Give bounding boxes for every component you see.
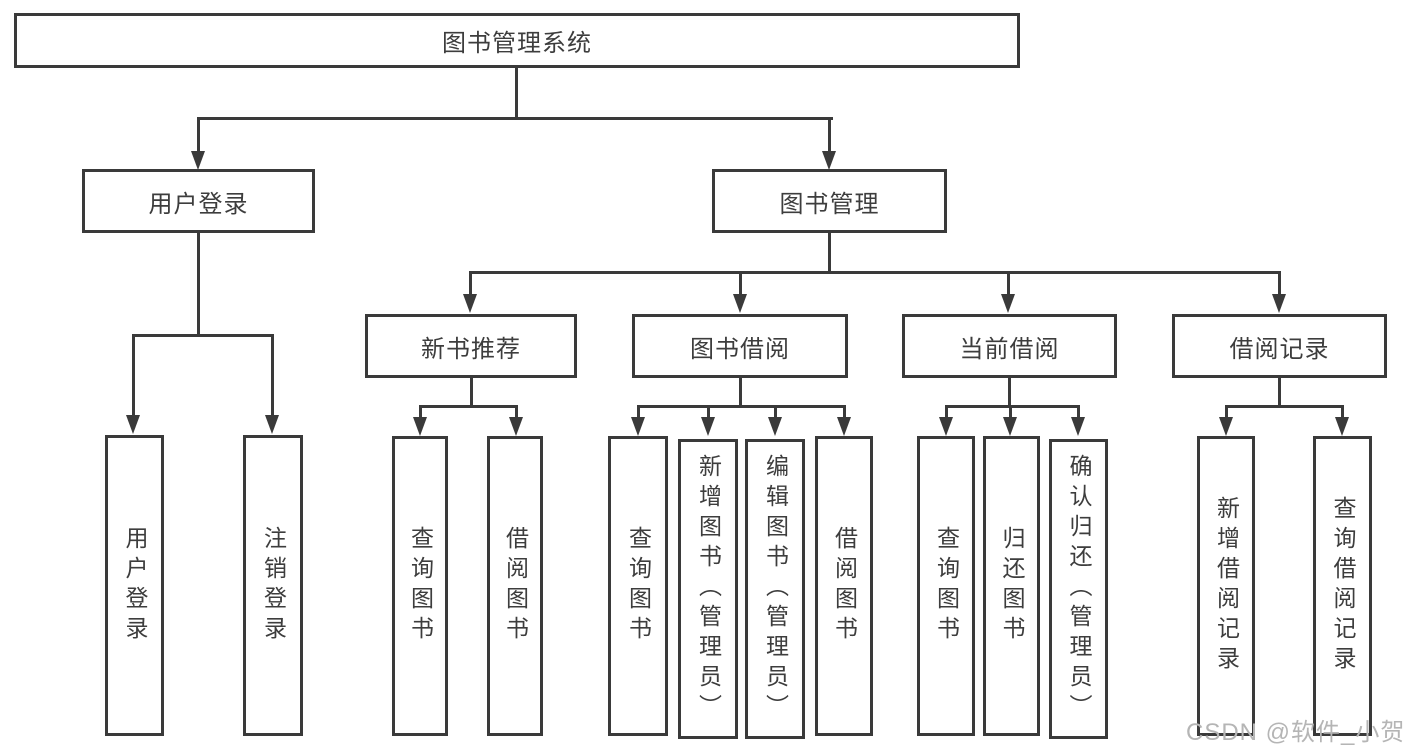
node-label: 注销登录 <box>260 525 287 646</box>
connector-line <box>1225 405 1228 419</box>
node-return-books: 归还图书 <box>983 436 1040 736</box>
arrow-down-icon <box>631 417 645 436</box>
arrow-down-icon <box>1071 417 1085 436</box>
connector-line <box>271 334 274 417</box>
node-query-borrow-record: 查询借阅记录 <box>1313 436 1372 736</box>
node-label: 查询图书 <box>407 526 434 646</box>
connector-line <box>945 405 948 419</box>
node-confirm-return-admin: 确认归还（管理员） <box>1049 439 1108 739</box>
node-borrow-books-rec: 借阅图书 <box>487 436 543 736</box>
connector-line <box>945 405 1080 408</box>
arrow-down-icon <box>733 294 747 313</box>
connector-line <box>469 271 1281 274</box>
connector-line <box>197 117 833 120</box>
connector-line <box>1009 405 1012 419</box>
node-library-management-system: 图书管理系统 <box>14 13 1020 68</box>
node-label: 借阅图书 <box>502 526 529 646</box>
connector-line <box>1278 377 1281 408</box>
connector-line <box>132 334 274 337</box>
node-label: 图书借阅 <box>690 335 790 363</box>
connector-line <box>637 405 846 408</box>
node-query-books-rec: 查询图书 <box>392 436 448 736</box>
connector-line <box>419 405 422 419</box>
node-label: 查询借阅记录 <box>1330 496 1356 676</box>
connector-line <box>1077 405 1080 419</box>
node-borrow-books-borrow: 借阅图书 <box>815 436 873 736</box>
connector-line <box>1341 405 1344 419</box>
connector-line <box>515 67 518 120</box>
connector-line <box>828 117 831 153</box>
arrow-down-icon <box>1001 294 1015 313</box>
connector-line <box>828 232 831 274</box>
arrow-down-icon <box>509 417 523 436</box>
arrow-down-icon <box>1219 417 1233 436</box>
node-label: 用户登录 <box>148 190 249 218</box>
connector-line <box>739 271 742 295</box>
node-user-login-leaf: 用户登录 <box>105 435 164 736</box>
node-current-borrowing: 当前借阅 <box>902 314 1117 378</box>
node-book-borrowing: 图书借阅 <box>632 314 848 378</box>
node-label: 新增借阅记录 <box>1213 496 1240 676</box>
arrow-down-icon <box>126 415 140 434</box>
connector-line <box>470 377 473 408</box>
node-new-book-recommend: 新书推荐 <box>365 314 577 378</box>
node-edit-book-admin: 编辑图书（管理员） <box>745 439 805 739</box>
connector-line <box>419 405 518 408</box>
connector-line <box>707 405 710 419</box>
node-label: 归还图书 <box>999 526 1025 646</box>
node-label: 新增图书（管理员） <box>695 454 722 724</box>
node-query-books-current: 查询图书 <box>917 436 975 736</box>
connector-line <box>197 233 200 337</box>
node-label: 借阅记录 <box>1229 335 1330 363</box>
arrow-down-icon <box>837 417 851 436</box>
node-borrowing-records: 借阅记录 <box>1172 314 1387 378</box>
arrow-down-icon <box>701 417 715 436</box>
connector-line <box>469 271 472 295</box>
arrow-down-icon <box>1003 417 1017 436</box>
connector-line <box>739 377 742 408</box>
arrow-down-icon <box>413 417 427 436</box>
connector-line <box>1007 271 1010 295</box>
node-label: 新书推荐 <box>421 335 521 363</box>
connector-line <box>774 405 777 419</box>
node-label: 确认归还（管理员） <box>1066 454 1092 724</box>
node-label: 查询图书 <box>625 526 652 646</box>
node-label: 图书管理系统 <box>442 30 592 57</box>
node-logout-leaf: 注销登录 <box>243 435 303 736</box>
arrow-down-icon <box>463 294 477 313</box>
node-query-books-borrow: 查询图书 <box>608 436 668 736</box>
node-label: 当前借阅 <box>959 335 1060 363</box>
arrow-down-icon <box>822 151 836 170</box>
node-label: 图书管理 <box>779 190 880 218</box>
connector-line <box>197 117 200 153</box>
node-book-management: 图书管理 <box>712 169 947 233</box>
node-add-borrow-record: 新增借阅记录 <box>1197 436 1255 736</box>
connector-line <box>1225 405 1344 408</box>
arrow-down-icon <box>265 415 279 434</box>
arrow-down-icon <box>191 151 205 170</box>
arrow-down-icon <box>768 417 782 436</box>
arrow-down-icon <box>1272 294 1286 313</box>
connector-line <box>515 405 518 419</box>
node-label: 用户登录 <box>122 525 148 646</box>
connector-line <box>843 405 846 419</box>
csdn-watermark: CSDN @软件_小贺同学 <box>1186 719 1405 746</box>
node-label: 借阅图书 <box>831 526 858 646</box>
node-label: 编辑图书（管理员） <box>762 454 789 724</box>
node-user-login: 用户登录 <box>82 169 315 233</box>
connector-line <box>637 405 640 419</box>
arrow-down-icon <box>1335 417 1349 436</box>
node-add-book-admin: 新增图书（管理员） <box>678 439 738 739</box>
connector-line <box>1008 377 1011 408</box>
connector-line <box>132 334 135 417</box>
arrow-down-icon <box>939 417 953 436</box>
node-label: 查询图书 <box>933 526 960 646</box>
connector-line <box>1278 271 1281 295</box>
